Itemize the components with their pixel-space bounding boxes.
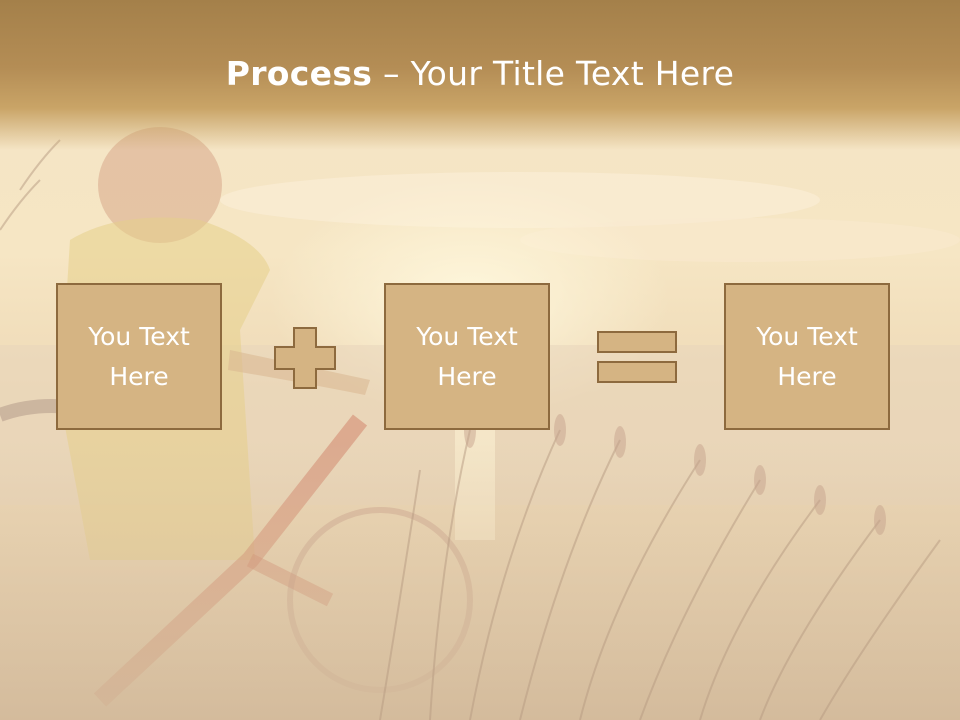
process-box-2: You Text Here [384, 283, 550, 430]
process-box-1-text: You Text Here [88, 321, 190, 391]
process-box-1: You Text Here [56, 283, 222, 430]
title-bold: Process [225, 54, 373, 93]
plus-icon [274, 327, 336, 389]
title-band [0, 0, 960, 150]
process-box-3: You Text Here [724, 283, 890, 430]
title-rest: – Your Title Text Here [372, 54, 735, 93]
equals-icon [597, 331, 677, 383]
process-box-3-text: You Text Here [756, 321, 858, 391]
process-box-2-text: You Text Here [416, 321, 518, 391]
slide-title: Process – Your Title Text Here [0, 52, 960, 96]
